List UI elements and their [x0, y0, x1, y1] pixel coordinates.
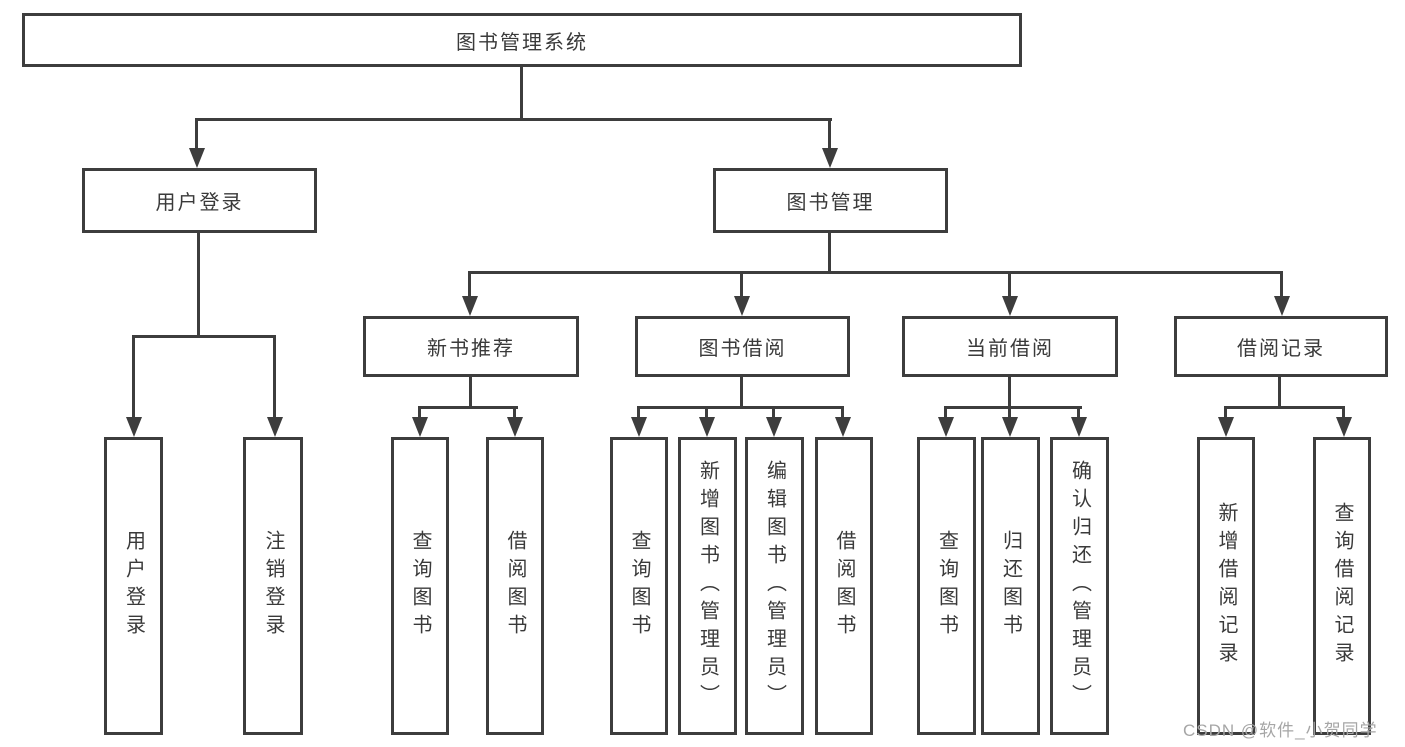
arrow-down-icon [1071, 417, 1087, 437]
leaf-borrow-borrow-books: 借阅图书 [815, 437, 873, 735]
leaf-user-login: 用户登录 [104, 437, 163, 735]
leaf-borrow-edit-books-admin-label: 编辑图书（管理员） [763, 460, 786, 712]
connector-drop-level3 [1280, 271, 1283, 298]
leaf-recommend-query-books: 查询图书 [391, 437, 449, 735]
connector-rec-stem [469, 377, 472, 408]
arrow-down-icon [1218, 417, 1234, 437]
connector-user-stem [197, 233, 200, 337]
arrow-down-icon [412, 417, 428, 437]
leaf-borrow-add-books-admin: 新增图书（管理员） [678, 437, 737, 735]
arrow-down-icon [267, 417, 283, 437]
connector-drop-leaf [841, 406, 844, 420]
connector-drop-leaf [705, 406, 708, 420]
arrow-down-icon [126, 417, 142, 437]
leaf-current-confirm-return-admin-label: 确认归还（管理员） [1068, 460, 1091, 712]
connector-drop-leaf [418, 406, 421, 420]
leaf-current-confirm-return-admin: 确认归还（管理员） [1050, 437, 1109, 735]
node-book-borrowing: 图书借阅 [635, 316, 850, 377]
connector-drop-user-login [195, 118, 198, 152]
arrow-down-icon [507, 417, 523, 437]
connector-drop-level3 [1008, 271, 1011, 298]
node-user-login: 用户登录 [82, 168, 317, 233]
connector-borrow-branch [637, 406, 844, 409]
node-root: 图书管理系统 [22, 13, 1022, 67]
node-borrowing-records-label: 借阅记录 [1237, 338, 1325, 360]
connector-mgmt-stem [828, 233, 831, 273]
leaf-current-query-books: 查询图书 [917, 437, 976, 735]
arrow-down-icon [835, 417, 851, 437]
node-new-book-recommend: 新书推荐 [363, 316, 579, 377]
node-root-label: 图书管理系统 [456, 31, 588, 54]
leaf-logout: 注销登录 [243, 437, 303, 735]
connector-drop-level3 [468, 271, 471, 298]
leaf-user-login-label: 用户登录 [122, 530, 145, 642]
leaf-current-return-books: 归还图书 [981, 437, 1040, 735]
connector-drop-leaf [273, 335, 276, 419]
arrow-down-icon [1002, 417, 1018, 437]
connector-drop-leaf [772, 406, 775, 420]
node-borrowing-records: 借阅记录 [1174, 316, 1388, 377]
connector-borrow-stem [740, 377, 743, 408]
connector-rec-branch [418, 406, 518, 409]
node-book-management: 图书管理 [713, 168, 948, 233]
connector-drop-leaf [1342, 406, 1345, 420]
arrow-down-icon [766, 417, 782, 437]
leaf-borrow-query-books-label: 查询图书 [628, 530, 650, 642]
node-new-book-recommend-label: 新书推荐 [427, 338, 515, 360]
leaf-current-return-books-label: 归还图书 [999, 530, 1022, 642]
leaf-borrow-edit-books-admin: 编辑图书（管理员） [745, 437, 804, 735]
leaf-records-query-record: 查询借阅记录 [1313, 437, 1371, 735]
connector-records-branch [1224, 406, 1345, 409]
leaf-borrow-add-books-admin-label: 新增图书（管理员） [696, 460, 719, 712]
leaf-records-add-record: 新增借阅记录 [1197, 437, 1255, 735]
leaf-borrow-query-books: 查询图书 [610, 437, 668, 735]
connector-drop-level3 [740, 271, 743, 298]
arrow-down-icon [1336, 417, 1352, 437]
leaf-recommend-borrow-books-label: 借阅图书 [504, 530, 526, 642]
leaf-logout-label: 注销登录 [262, 530, 284, 642]
leaf-records-add-record-label: 新增借阅记录 [1215, 502, 1237, 670]
arrow-down-icon [631, 417, 647, 437]
connector-records-stem [1278, 377, 1281, 408]
node-current-borrowing-label: 当前借阅 [966, 338, 1054, 360]
connector-drop-leaf [1008, 406, 1011, 420]
leaf-recommend-borrow-books: 借阅图书 [486, 437, 544, 735]
connector-drop-leaf [513, 406, 516, 420]
node-book-management-label: 图书管理 [786, 192, 875, 214]
connector-current-branch [944, 406, 1082, 409]
leaf-current-query-books-label: 查询图书 [935, 530, 958, 642]
arrow-down-icon [189, 148, 205, 168]
node-user-login-label: 用户登录 [155, 192, 244, 214]
leaf-recommend-query-books-label: 查询图书 [409, 530, 431, 642]
connector-drop-leaf [132, 335, 135, 419]
connector-root-stem [520, 67, 523, 118]
leaf-records-query-record-label: 查询借阅记录 [1331, 502, 1353, 670]
arrow-down-icon [734, 296, 750, 316]
csdn-watermark: CSDN @软件_小贺同学 [1183, 721, 1378, 740]
arrow-down-icon [938, 417, 954, 437]
connector-drop-leaf [637, 406, 640, 420]
leaf-borrow-borrow-books-label: 借阅图书 [833, 530, 855, 642]
arrow-down-icon [1274, 296, 1290, 316]
connector-drop-book-mgmt [828, 118, 831, 152]
connector-user-branch [132, 335, 276, 338]
arrow-down-icon [822, 148, 838, 168]
connector-drop-leaf [944, 406, 947, 420]
connector-drop-leaf [1224, 406, 1227, 420]
connector-drop-leaf [1077, 406, 1080, 420]
node-book-borrowing-label: 图书借阅 [698, 338, 787, 360]
connector-current-stem [1008, 377, 1011, 408]
arrow-down-icon [1002, 296, 1018, 316]
connector-mgmt-branch [468, 271, 1283, 274]
arrow-down-icon [699, 417, 715, 437]
connector-root-branch [195, 118, 832, 121]
node-current-borrowing: 当前借阅 [902, 316, 1118, 377]
arrow-down-icon [462, 296, 478, 316]
